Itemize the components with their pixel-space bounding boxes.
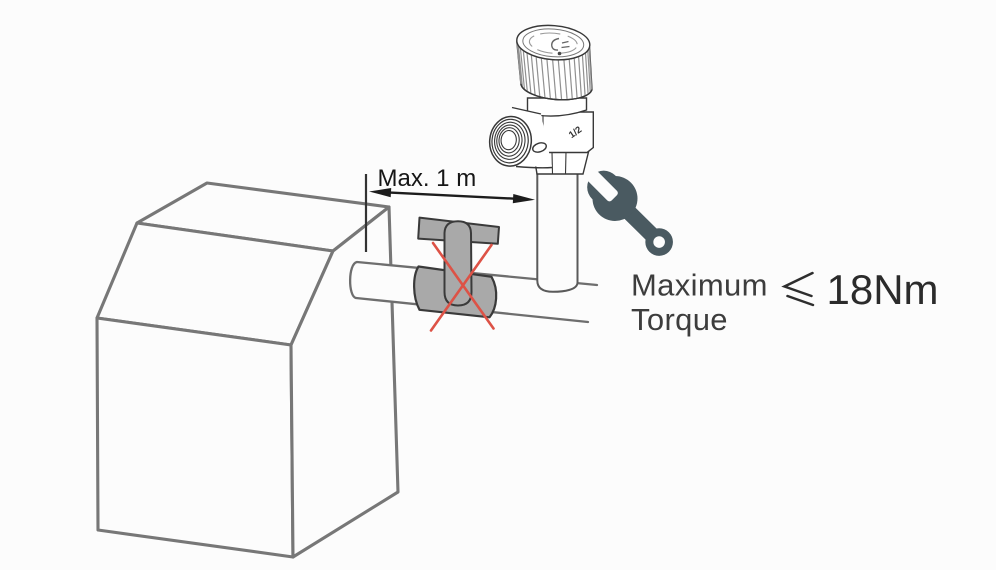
svg-text:Max. 1 m: Max. 1 m — [378, 165, 477, 192]
svg-text:Maximum: Maximum — [631, 268, 768, 303]
svg-text:18Nm: 18Nm — [827, 266, 939, 313]
svg-text:Torque: Torque — [631, 302, 728, 337]
